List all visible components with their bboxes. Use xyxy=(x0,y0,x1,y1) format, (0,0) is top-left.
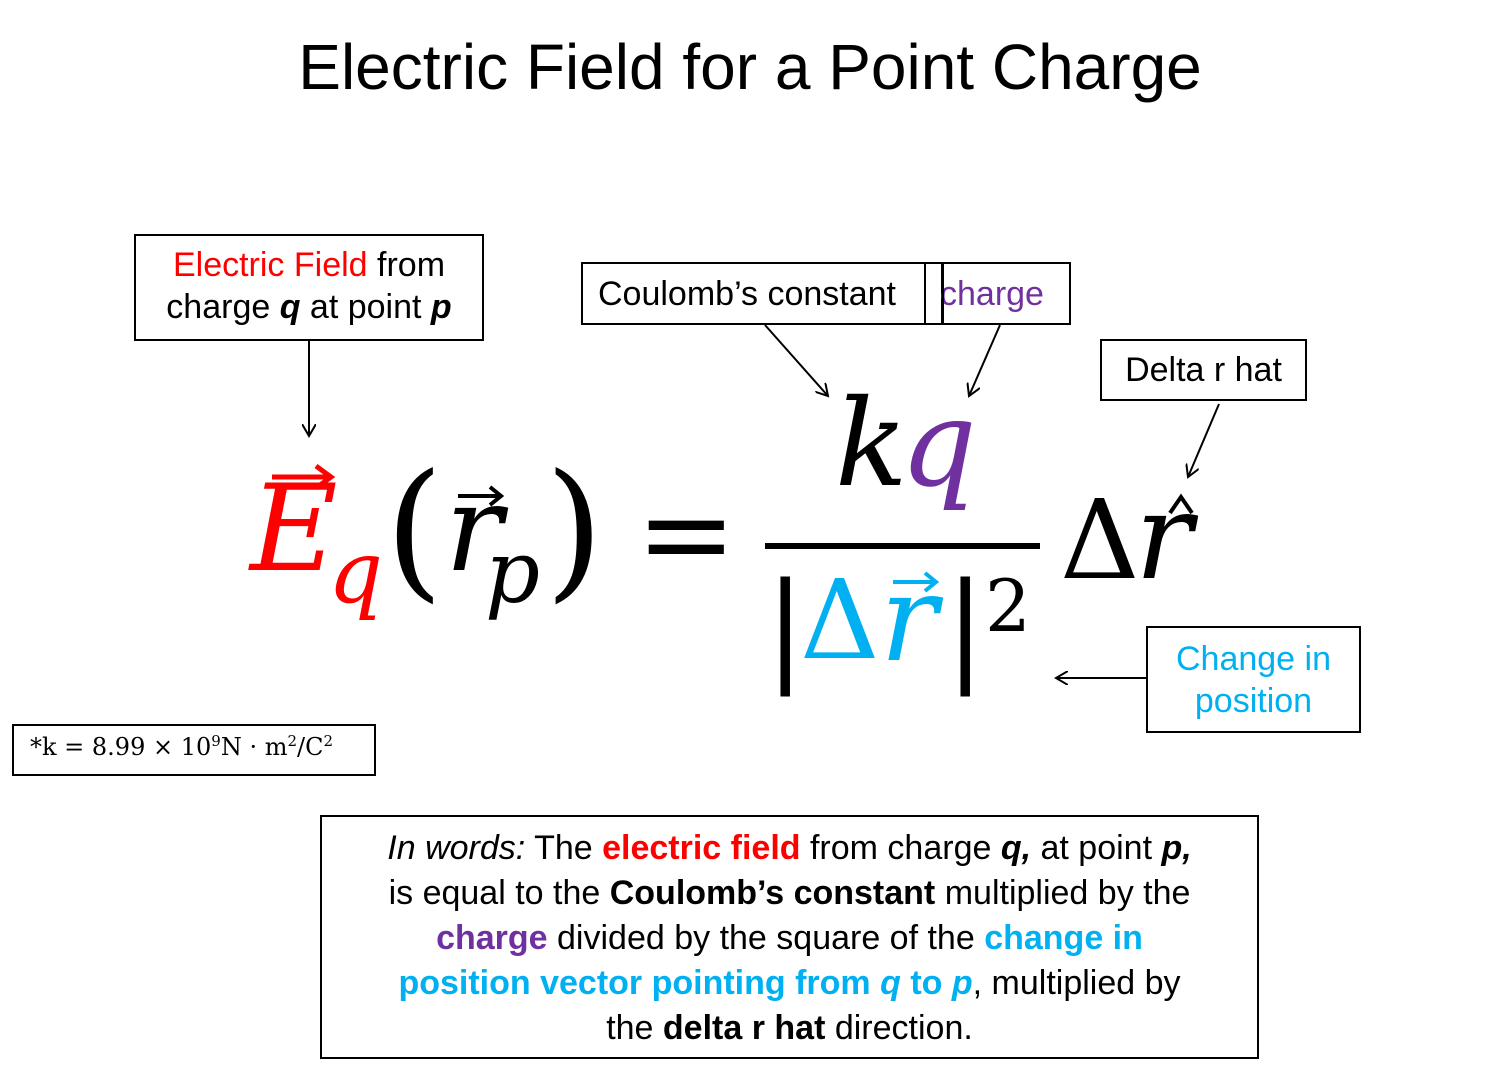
in-words-explanation: In words: The electric field from charge… xyxy=(320,815,1259,1059)
coulomb-constant-callout: Coulomb’s constant xyxy=(581,262,943,325)
eq-k: k xyxy=(835,375,908,514)
eq-equals: = xyxy=(636,465,737,604)
eq-delta-rhs: Δ xyxy=(1060,476,1140,604)
charge-callout-divider xyxy=(924,262,944,325)
eq-E-subscript: q xyxy=(328,523,384,623)
arrow-to-q xyxy=(969,324,1001,396)
vector-arrow-E-icon xyxy=(272,463,336,491)
arrow-to-r-hat xyxy=(1188,403,1220,477)
eq-E: E xyxy=(250,460,338,599)
charge-callout: charge xyxy=(924,262,1071,325)
delta-r-hat-callout: Delta r hat xyxy=(1100,339,1307,401)
vector-arrow-r-icon xyxy=(458,485,505,507)
eq-r-subscript: p xyxy=(485,523,541,623)
eq-r: r xyxy=(445,460,503,599)
eq-r-den: r xyxy=(880,550,938,689)
eq-abs-right: | xyxy=(945,558,986,697)
eq-abs-left: | xyxy=(765,558,806,697)
eq-open-paren: ( xyxy=(385,443,444,617)
callout-electric-field-label: Electric Field xyxy=(172,246,368,284)
electric-field-callout: Electric Field from charge q at point p xyxy=(134,234,484,341)
coulomb-constant-note: *k = 8.99 × 109N · m2/C2 xyxy=(12,724,376,776)
eq-r-hat: r xyxy=(1135,468,1193,607)
hat-icon xyxy=(1168,493,1194,515)
change-in-position-callout: Change in position xyxy=(1146,626,1361,733)
vector-arrow-delta-r-icon xyxy=(893,571,940,593)
eq-q: q xyxy=(900,375,977,514)
eq-exponent: 2 xyxy=(985,564,1031,648)
eq-close-paren: ) xyxy=(545,443,604,617)
slide-title: Electric Field for a Point Charge xyxy=(298,31,1202,103)
arrow-to-k xyxy=(764,324,828,396)
eq-delta-den: Δ xyxy=(800,556,880,684)
